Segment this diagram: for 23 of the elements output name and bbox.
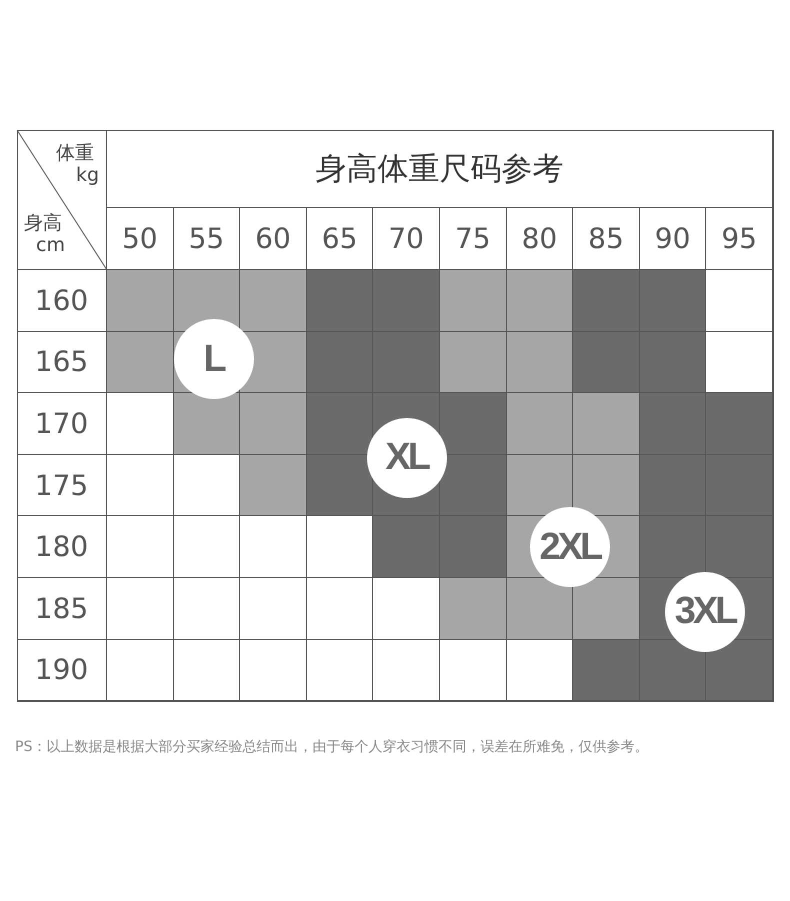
column-header: 75 [454,222,491,255]
axis-label: 体重 [56,142,94,164]
row-header: 160 [34,284,88,317]
row-header: 175 [34,468,88,502]
row-header: 185 [34,592,88,625]
column-header: 50 [122,222,158,255]
row-header: 190 [34,653,88,686]
column-header: 85 [588,222,624,255]
column-header: 65 [322,222,358,255]
column-header: 90 [654,222,690,255]
axis-label: 身高 [24,212,62,234]
column-header: 55 [188,222,224,255]
axis-label: kg [76,164,100,186]
footnote: PS：以上数据是根据大部分买家经验总结而出，由于每个人穿衣习惯不同，误差在所难免，仅供参考。 [15,738,649,756]
row-header: 165 [34,345,88,378]
column-header: 70 [388,222,424,255]
table-title: 身高体重尺码参考 [316,150,564,188]
axis-label: cm [36,234,65,256]
column-header: 80 [522,222,558,255]
row-header: 180 [34,530,88,564]
column-header: 60 [255,222,291,255]
column-header: 95 [721,222,757,255]
row-header: 170 [34,406,88,440]
